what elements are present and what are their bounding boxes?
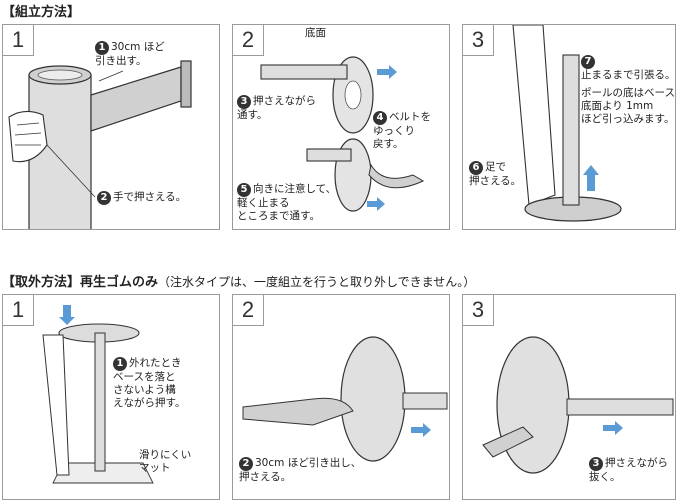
assembly-illustration-1 bbox=[8, 60, 192, 229]
panel-number: 3 bbox=[463, 295, 494, 326]
removal-illustration-2 bbox=[242, 336, 448, 462]
step-badge: 2 bbox=[97, 191, 111, 205]
panel-number: 3 bbox=[463, 25, 494, 56]
step-text: 足で 押さえる。 bbox=[469, 161, 522, 187]
step-text: 押さえながら 通す。 bbox=[237, 95, 316, 121]
removal-note-text: （注水タイプは、一度組立を行うと取り外しできません。） bbox=[158, 275, 476, 289]
step-text: 30cm ほど引き出し、 押さえる。 bbox=[239, 457, 362, 483]
step-text: ベルトを ゆっくり 戻す。 bbox=[373, 111, 431, 150]
step-text: 向きに注意して、 軽く止まる ところまで通す。 bbox=[237, 183, 337, 222]
step-badge: 3 bbox=[237, 95, 251, 109]
step-caption: 7止まるまで引張る。 bbox=[581, 55, 676, 82]
step-badge: 6 bbox=[469, 161, 483, 175]
assembly-illustration-3 bbox=[512, 25, 622, 222]
assembly-illustration-2 bbox=[260, 56, 425, 212]
step-badge: 5 bbox=[237, 183, 251, 197]
assembly-panel-3: 3 7止まるまで引張る。 ポールの底はベース 底面より 1mm ほど引っ込みます… bbox=[462, 24, 676, 230]
step-text: ポールの底はベース 底面より 1mm ほど引っ込みます。 bbox=[581, 87, 675, 125]
removal-title-text: 【取外方法】再生ゴムのみ bbox=[2, 275, 159, 290]
mat-label-text: 滑りにくい マット bbox=[139, 449, 192, 474]
panel-number: 2 bbox=[233, 295, 264, 326]
step-badge: 3 bbox=[589, 457, 603, 471]
step-badge: 1 bbox=[113, 357, 127, 371]
step-text: 止まるまで引張る。 bbox=[581, 69, 676, 81]
step-text: 手で押さえる。 bbox=[113, 191, 187, 203]
step-note: ポールの底はベース 底面より 1mm ほど引っ込みます。 bbox=[581, 87, 675, 126]
removal-illustration-1 bbox=[42, 305, 154, 484]
removal-section-title: 【取外方法】再生ゴムのみ（注水タイプは、一度組立を行うと取り外しできません。） bbox=[2, 271, 475, 290]
mat-label: 滑りにくい マット bbox=[139, 449, 191, 475]
step-text: 外れたとき ベースを落と さないよう構 えながら押す。 bbox=[113, 357, 186, 409]
step-text: 押さえながら 抜く。 bbox=[589, 457, 668, 483]
step-badge: 4 bbox=[373, 111, 387, 125]
panel-number: 2 bbox=[233, 25, 264, 56]
step-badge: 2 bbox=[239, 457, 253, 471]
step-badge: 7 bbox=[581, 55, 595, 69]
base-label: 底面 bbox=[305, 27, 326, 39]
assembly-section-title: 【組立方法】 bbox=[2, 1, 80, 20]
assembly-title-text: 【組立方法】 bbox=[2, 5, 81, 20]
panel-number: 1 bbox=[3, 295, 34, 326]
removal-illustration-3 bbox=[482, 336, 674, 474]
panel-number: 1 bbox=[3, 25, 34, 56]
step-text: 30cm ほど 引き出す。 bbox=[95, 41, 165, 67]
step-badge: 1 bbox=[95, 41, 109, 55]
